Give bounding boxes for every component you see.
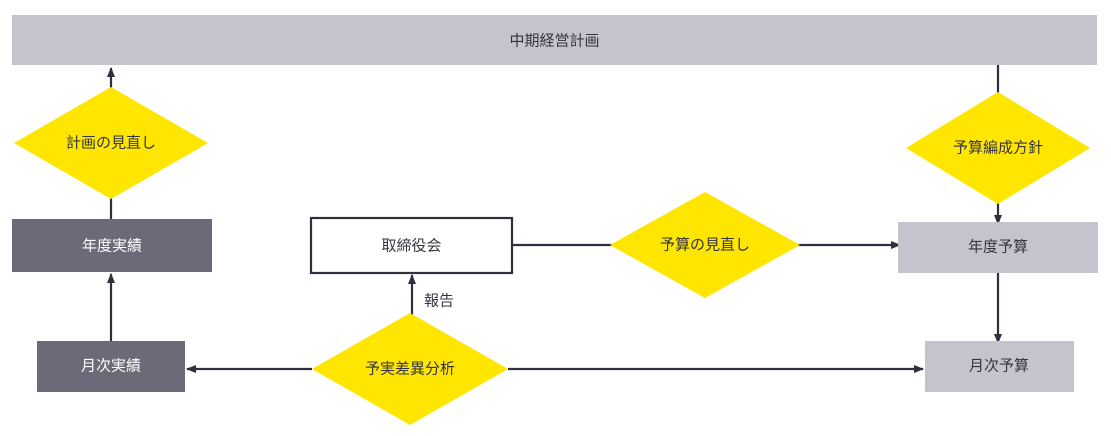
monthly-budget-box-shape xyxy=(925,341,1074,392)
board-meeting-box-shape xyxy=(309,216,514,275)
budget-review-label: 予算の見直し xyxy=(660,236,750,254)
plan-review-diamond-shape xyxy=(14,87,208,199)
budget-review-diamond-shape xyxy=(610,192,800,298)
annual-budget-box-shape xyxy=(898,222,1098,273)
budget-review-diamond[interactable]: 予算の見直し xyxy=(610,192,800,298)
monthly-actual-label: 月次実績 xyxy=(81,358,141,375)
edge-label-report: 報告 xyxy=(424,293,454,310)
monthly-budget-box[interactable]: 月次予算 xyxy=(925,341,1074,392)
budget-policy-diamond[interactable]: 予算編成方針 xyxy=(906,92,1090,204)
annual-actual-label: 年度実績 xyxy=(82,238,142,255)
budget-policy-label: 予算編成方針 xyxy=(953,139,1043,157)
monthly-actual-box-shape xyxy=(37,341,185,392)
annual-budget-box[interactable]: 年度予算 xyxy=(898,222,1098,273)
variance-analysis-diamond[interactable]: 予実差異分析 xyxy=(312,313,508,425)
mid-term-plan-banner[interactable]: 中期経営計画 xyxy=(12,15,1097,65)
mid-term-plan-banner-shape xyxy=(12,15,1097,65)
board-meeting-label: 取締役会 xyxy=(381,238,441,255)
monthly-actual-box[interactable]: 月次実績 xyxy=(37,341,185,392)
annual-actual-box-shape xyxy=(12,219,212,272)
variance-analysis-label: 予実差異分析 xyxy=(365,361,455,378)
budget-policy-diamond-shape xyxy=(906,92,1090,204)
variance-analysis-diamond-shape xyxy=(312,313,508,425)
board-meeting-box[interactable]: 取締役会 xyxy=(309,216,514,275)
mid-term-plan-banner-label: 中期経営計画 xyxy=(509,33,599,50)
monthly-budget-label: 月次予算 xyxy=(969,357,1029,375)
plan-review-label: 計画の見直し xyxy=(66,135,156,152)
annual-budget-label: 年度予算 xyxy=(968,238,1028,256)
plan-review-diamond[interactable]: 計画の見直し xyxy=(14,87,208,199)
edges-layer xyxy=(107,65,1002,373)
annual-actual-box[interactable]: 年度実績 xyxy=(12,219,212,272)
